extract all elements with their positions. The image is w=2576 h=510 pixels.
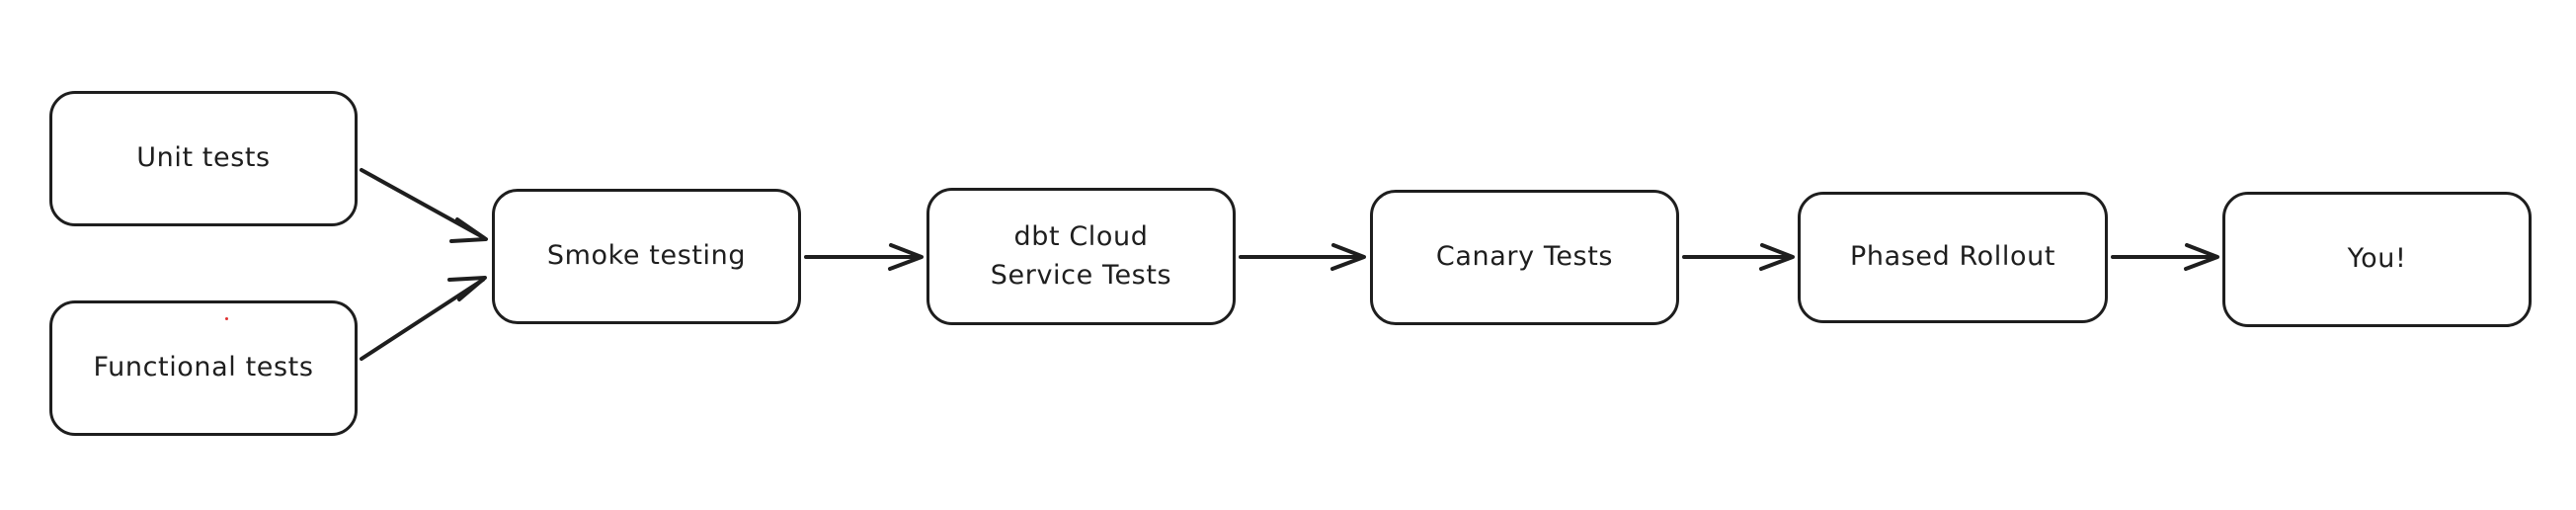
node-canary-tests[interactable]: Canary Tests	[1370, 190, 1679, 325]
node-label-you: You!	[2347, 243, 2407, 275]
edge-dbt-to-canary	[1239, 243, 1366, 271]
edge-phased-to-you	[2111, 243, 2219, 271]
node-phased-rollout[interactable]: Phased Rollout	[1798, 192, 2108, 323]
node-label-phased-rollout: Phased Rollout	[1849, 241, 2056, 273]
node-label-canary-tests: Canary Tests	[1435, 241, 1614, 273]
node-smoke-testing[interactable]: Smoke testing	[492, 189, 801, 324]
node-label-smoke-testing: Smoke testing	[546, 240, 747, 272]
node-you[interactable]: You!	[2222, 192, 2532, 327]
edge-unit-to-smoke	[360, 168, 488, 243]
node-label-functional-tests: Functional tests	[93, 352, 314, 383]
stray-mark	[225, 317, 228, 320]
node-label-unit-tests: Unit tests	[136, 142, 271, 174]
edge-canary-to-phased	[1682, 243, 1795, 271]
node-dbt-cloud-service-tests[interactable]: dbt Cloud Service Tests	[926, 188, 1236, 325]
edge-smoke-to-dbt	[804, 243, 924, 271]
edge-functional-to-smoke	[360, 276, 487, 361]
node-functional-tests[interactable]: Functional tests	[49, 300, 358, 436]
node-label-dbt-cloud-service-tests: dbt Cloud Service Tests	[990, 221, 1172, 291]
node-unit-tests[interactable]: Unit tests	[49, 91, 358, 226]
